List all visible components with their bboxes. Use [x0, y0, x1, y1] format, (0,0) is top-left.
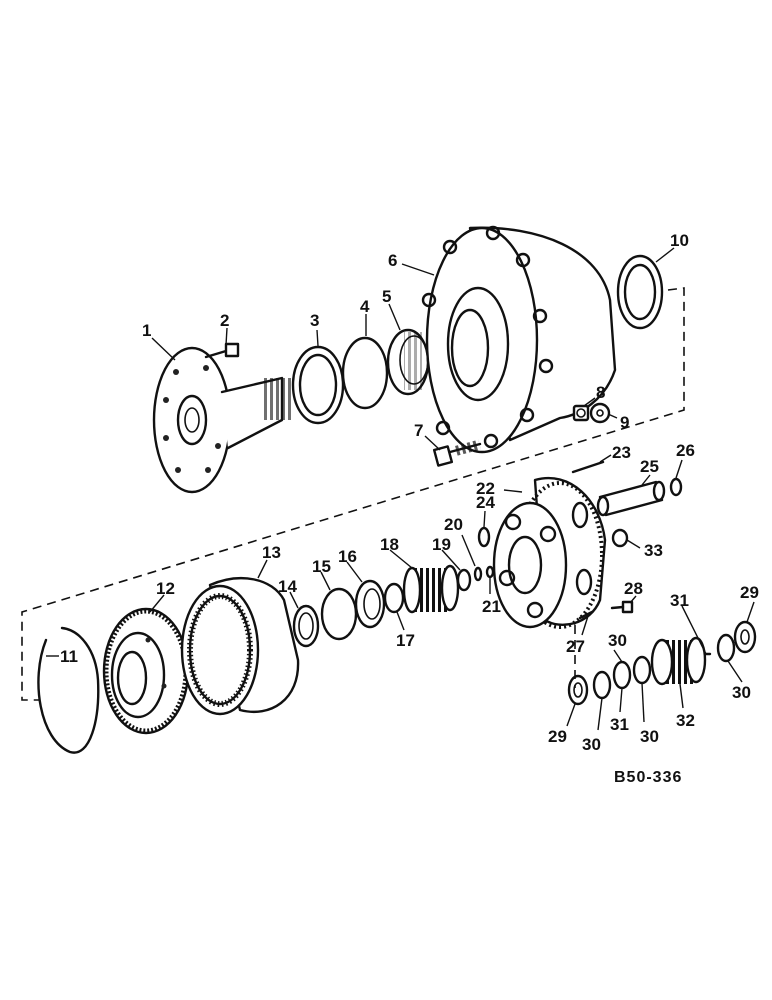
part-19-ring — [456, 568, 472, 592]
callout-13: 13 — [262, 543, 281, 562]
callout-12: 12 — [156, 579, 175, 598]
part-23-roll-pin — [571, 460, 605, 474]
callout-14: 14 — [278, 577, 297, 596]
part-30-washer-c — [716, 633, 736, 663]
callout-22: 22 — [476, 479, 495, 498]
part-12-ring-gear-hub — [102, 607, 190, 735]
part-16-bearing — [354, 579, 386, 629]
callout-8: 8 — [596, 383, 605, 402]
part-29-thrust-washer-right — [733, 620, 757, 654]
callout-20: 20 — [444, 515, 463, 534]
part-15-ring — [320, 587, 358, 641]
callout-5: 5 — [382, 287, 391, 306]
part-9-washer — [589, 402, 611, 424]
part-8-nut — [572, 404, 590, 422]
part-33-plug — [611, 528, 629, 548]
part-18-sun-gear — [402, 564, 460, 614]
callout-33: 33 — [644, 541, 663, 560]
hub-bolt-bosses — [421, 225, 554, 449]
part-14-washer — [292, 604, 320, 648]
part-21-pin — [485, 565, 495, 579]
leader-lines — [46, 247, 755, 731]
callout-29-left: 29 — [548, 727, 567, 746]
callout-18: 18 — [380, 535, 399, 554]
callout-9: 9 — [620, 413, 629, 432]
callout-29-right: 29 — [740, 583, 759, 602]
part-25-planet-shaft — [596, 480, 666, 517]
part-29-thrust-washer-left — [567, 674, 589, 706]
callout-30-a: 30 — [582, 735, 601, 754]
part-11-snap-ring — [37, 626, 100, 754]
callout-10: 10 — [670, 231, 689, 250]
callout-11: 11 — [60, 647, 78, 666]
callout-30-c: 30 — [640, 727, 659, 746]
callout-15: 15 — [312, 557, 331, 576]
part-28-bolt — [610, 600, 634, 614]
part-22-planet-carrier — [492, 477, 607, 629]
part-27-pin — [578, 610, 594, 620]
callout-3: 3 — [310, 311, 319, 330]
part-6-hub-housing — [421, 225, 617, 454]
callout-31-a: 31 — [670, 591, 689, 610]
part-7-stud — [432, 439, 482, 467]
part-4-oring — [341, 336, 389, 410]
callout-16: 16 — [338, 547, 357, 566]
part-31-washer-a — [612, 660, 632, 690]
callout-17: 17 — [396, 631, 415, 650]
part-5-bearing-cone — [386, 328, 430, 396]
callout-21: 21 — [482, 597, 501, 616]
part-1-spindle-flange — [152, 346, 292, 494]
reference-code: B50-336 — [614, 769, 682, 786]
callout-4: 4 — [360, 297, 370, 316]
part-3-seal — [291, 345, 345, 425]
callout-24: 24 — [476, 493, 495, 512]
callout-23: 23 — [612, 443, 631, 462]
part-24-ring — [477, 526, 491, 548]
part-2-bolt — [204, 342, 240, 359]
part-20-spacer — [473, 566, 483, 582]
callout-27: 27 — [566, 637, 585, 656]
callout-28: 28 — [624, 579, 643, 598]
part-26-ring — [669, 477, 683, 497]
callout-2: 2 — [220, 311, 229, 330]
callout-32: 32 — [676, 711, 695, 730]
part-30-washer-a — [592, 670, 612, 700]
callout-1: 1 — [142, 321, 151, 340]
part-17-washer — [383, 582, 405, 614]
callout-30-b: 30 — [608, 631, 627, 650]
callout-25: 25 — [640, 457, 659, 476]
part-13-ring-gear — [180, 577, 300, 716]
callout-30-d: 30 — [732, 683, 751, 702]
part-32-planet-gear — [650, 636, 707, 686]
callout-19: 19 — [432, 535, 451, 554]
callout-6: 6 — [388, 251, 397, 270]
part-10-bearing-cup — [616, 254, 664, 330]
callout-31-b: 31 — [610, 715, 629, 734]
part-30-washer-b — [632, 655, 652, 685]
callout-26: 26 — [676, 441, 695, 460]
callout-labels: 1 2 3 4 5 6 7 8 9 10 11 12 13 14 15 16 1… — [60, 231, 759, 754]
callout-7: 7 — [414, 421, 423, 440]
